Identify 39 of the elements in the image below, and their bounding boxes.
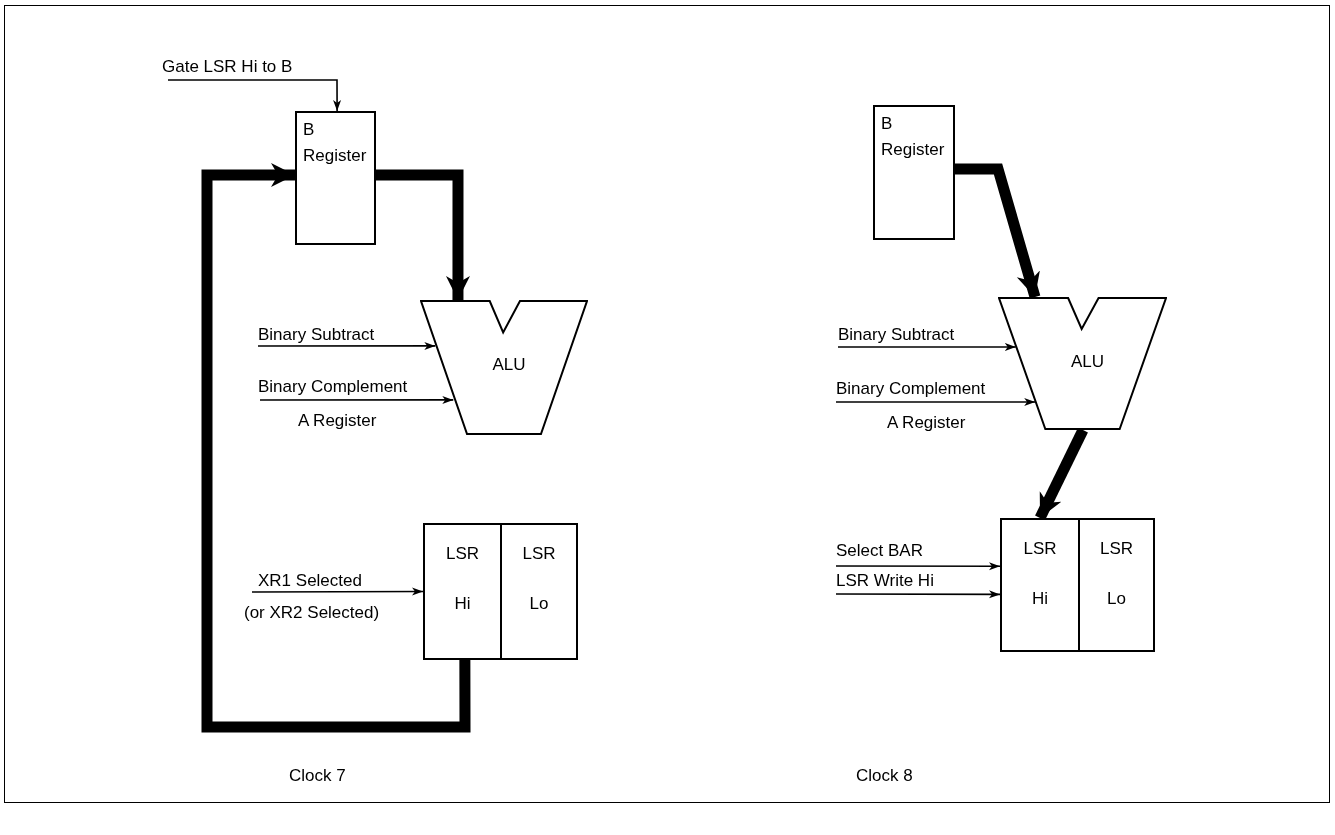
signal-arrow bbox=[835, 590, 1001, 599]
signal-label: LSR Write Hi bbox=[836, 570, 934, 592]
text-label: Clock 8 bbox=[856, 765, 913, 787]
signal-label: Gate LSR Hi to B bbox=[162, 56, 293, 78]
register-cell bbox=[1000, 518, 1080, 652]
text-label: (or XR2 Selected) bbox=[244, 602, 380, 624]
register-box bbox=[295, 111, 376, 245]
register-box bbox=[873, 105, 955, 240]
signal-label: Select BAR bbox=[836, 540, 923, 562]
alu-shape bbox=[998, 297, 1167, 430]
signal-arrow bbox=[837, 343, 1017, 351]
signal-label: Binary Complement bbox=[836, 378, 986, 400]
register-cell bbox=[1080, 518, 1155, 652]
data-path-arrow bbox=[201, 163, 471, 733]
signal-arrow bbox=[251, 587, 424, 596]
node-label: B Register bbox=[881, 113, 945, 161]
signal-label: Binary Complement bbox=[258, 376, 408, 398]
node-label: ALU bbox=[1069, 351, 1106, 373]
signal-arrow bbox=[835, 397, 1036, 406]
register-cell bbox=[502, 523, 578, 660]
text-label: Clock 7 bbox=[289, 765, 346, 787]
register-cell bbox=[423, 523, 502, 660]
signal-arrow bbox=[257, 341, 437, 350]
node-label: ALU bbox=[491, 354, 527, 376]
signal-arrow bbox=[259, 395, 455, 404]
alu-shape bbox=[420, 300, 588, 435]
signal-arrow bbox=[167, 79, 342, 112]
node-label: LSR Lo bbox=[522, 543, 556, 615]
node-label: LSR Hi bbox=[445, 543, 480, 615]
signal-arrow bbox=[835, 562, 1001, 571]
data-path-arrow bbox=[376, 169, 470, 300]
text-label: A Register bbox=[887, 412, 966, 434]
signal-label: XR1 Selected bbox=[258, 570, 362, 592]
text-label: A Register bbox=[298, 410, 377, 432]
node-label: LSR Hi bbox=[1023, 538, 1057, 610]
signal-label: Binary Subtract bbox=[258, 324, 375, 346]
signal-label: Binary Subtract bbox=[838, 324, 955, 346]
node-label: LSR Lo bbox=[1099, 538, 1134, 610]
node-label: B Register bbox=[303, 119, 367, 167]
